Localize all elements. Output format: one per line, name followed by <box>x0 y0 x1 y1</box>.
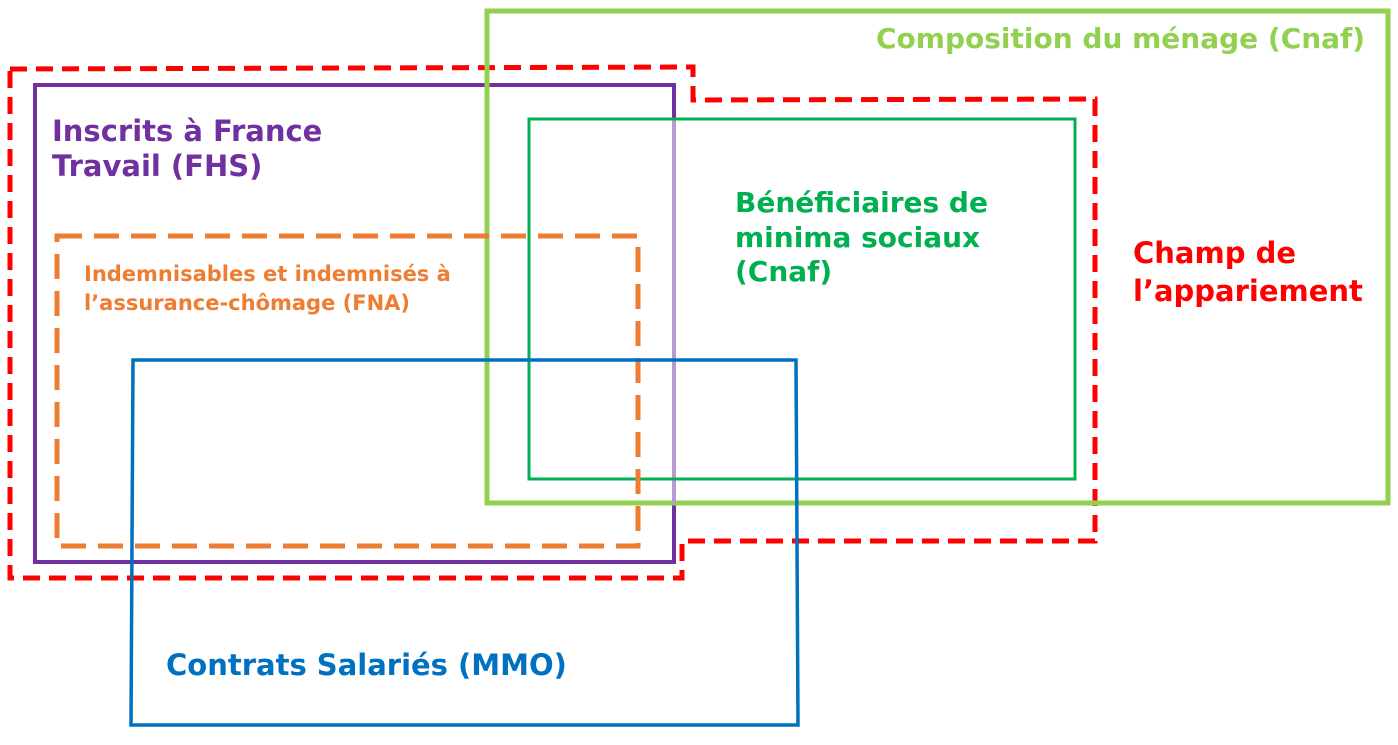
fna-boundary <box>54 233 641 549</box>
fhs-boundary <box>33 83 676 564</box>
composition-menage-boundary <box>484 8 1391 506</box>
mmo-boundary <box>129 358 800 727</box>
champ-appariement-boundary <box>7 64 1098 581</box>
fhs-label: Inscrits à France Travail (FHS) <box>52 114 323 183</box>
mmo-label: Contrats Salariés (MMO) <box>166 648 567 682</box>
composition-menage-label: Composition du ménage (Cnaf) <box>876 22 1366 55</box>
minima-sociaux-boundary <box>527 117 1077 481</box>
minima-sociaux-label: Bénéficiaires de minima sociaux (Cnaf) <box>735 186 988 289</box>
fna-label: Indemnisables et indemnisés à l’assuranc… <box>84 262 451 315</box>
champ-appariement-label: Champ de l’appariement <box>1133 236 1363 308</box>
